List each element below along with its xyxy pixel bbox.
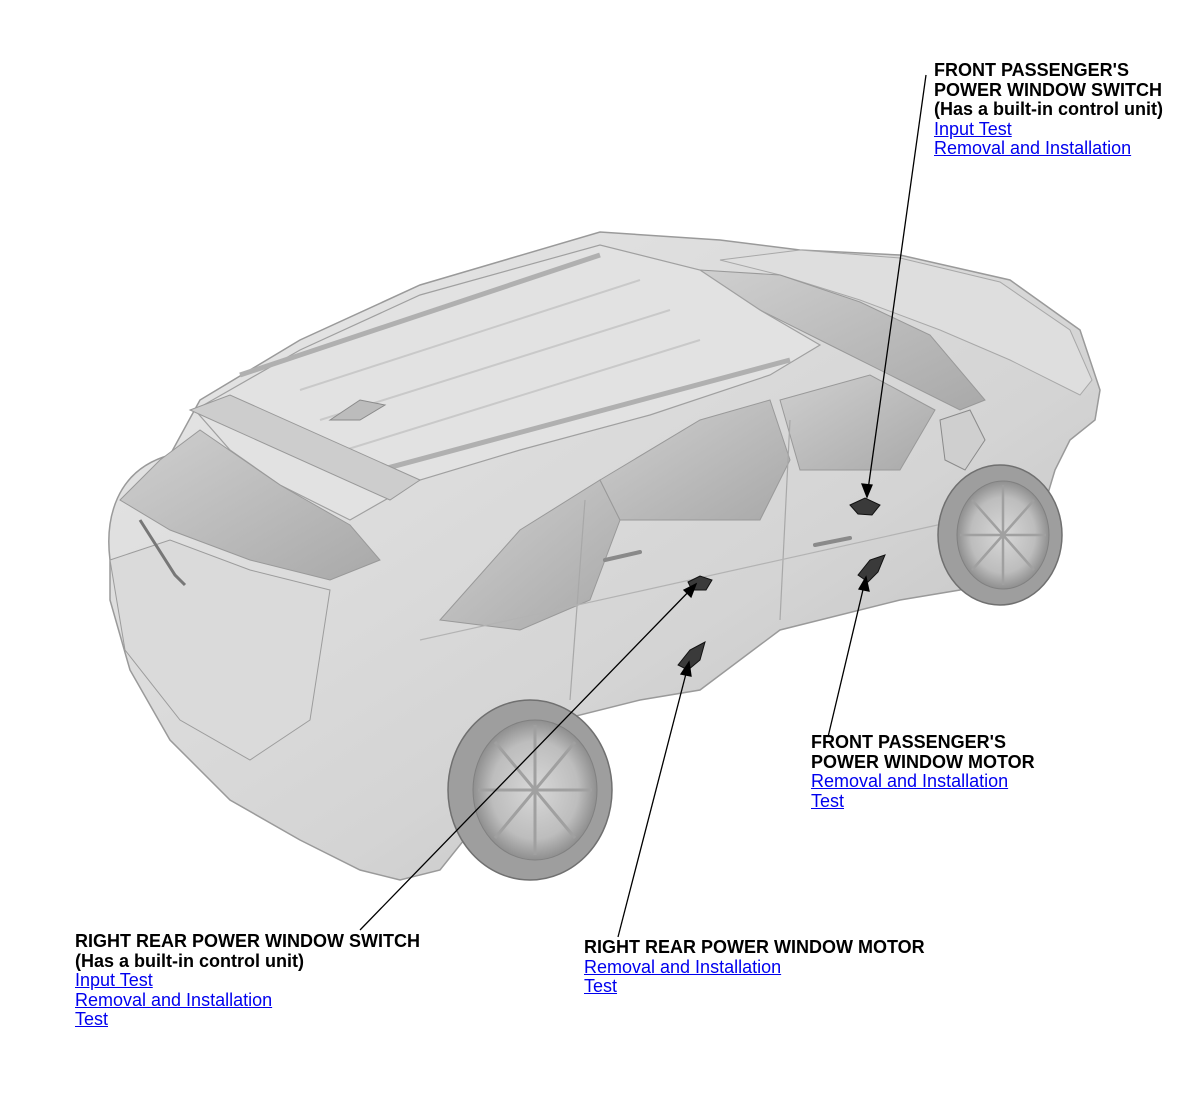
link-right-rear-switch-test[interactable]: Test [75, 1009, 109, 1029]
rear-spoiler [188, 394, 422, 501]
link-right-rear-motor-removal-installation[interactable]: Removal and Installation [584, 956, 782, 977]
car-rear-window [119, 429, 381, 581]
callout-front-passenger-motor: FRONT PASSENGER'S POWER WINDOW MOTOR Rem… [811, 732, 1035, 811]
car-side-window-mid [599, 399, 791, 521]
link-right-rear-switch-removal-installation[interactable]: Removal and Installation [75, 989, 273, 1010]
link-front-passenger-switch-removal-installation[interactable]: Removal and Installation [934, 138, 1132, 158]
link-right-rear-switch-input-test[interactable]: Input Test [75, 970, 153, 990]
antenna [328, 399, 387, 421]
link-right-rear-motor-test[interactable]: Test [584, 976, 618, 996]
roof-rail-left [239, 252, 601, 378]
door-handle-front [813, 536, 852, 547]
callout-front-passenger-switch: FRONT PASSENGER'S POWER WINDOW SWITCH (H… [934, 60, 1163, 159]
callout-right-rear-switch: RIGHT REAR POWER WINDOW SWITCH (Has a bu… [75, 931, 420, 1030]
roof-rail-right [379, 357, 791, 473]
callout-title-line: RIGHT REAR POWER WINDOW MOTOR [584, 937, 925, 957]
link-front-passenger-switch-input-test[interactable]: Input Test [934, 118, 1012, 139]
taillight [138, 519, 187, 587]
callout-title-line: (Has a built-in control unit) [934, 99, 1163, 119]
callout-title-line: (Has a built-in control unit) [75, 950, 304, 971]
car-windshield [698, 269, 986, 411]
callout-right-rear-motor: RIGHT REAR POWER WINDOW MOTOR Removal an… [584, 937, 925, 997]
leader-lines [359, 74, 927, 938]
callout-title-line: RIGHT REAR POWER WINDOW SWITCH [75, 931, 420, 951]
link-front-passenger-motor-test[interactable]: Test [811, 790, 845, 811]
callout-title-line: POWER WINDOW SWITCH [934, 79, 1162, 100]
tailgate [109, 539, 331, 761]
callout-title-line: FRONT PASSENGER'S [934, 60, 1129, 80]
side-mirror [939, 409, 986, 471]
door-handle-rear [603, 550, 642, 562]
car-side-window-front [779, 374, 936, 471]
car-hood [719, 249, 1093, 396]
callout-title-line: POWER WINDOW MOTOR [811, 751, 1035, 772]
callout-title-line: FRONT PASSENGER'S [811, 732, 1006, 752]
front-passenger-switch-part [849, 497, 881, 516]
link-front-passenger-motor-removal-installation[interactable]: Removal and Installation [811, 771, 1009, 791]
